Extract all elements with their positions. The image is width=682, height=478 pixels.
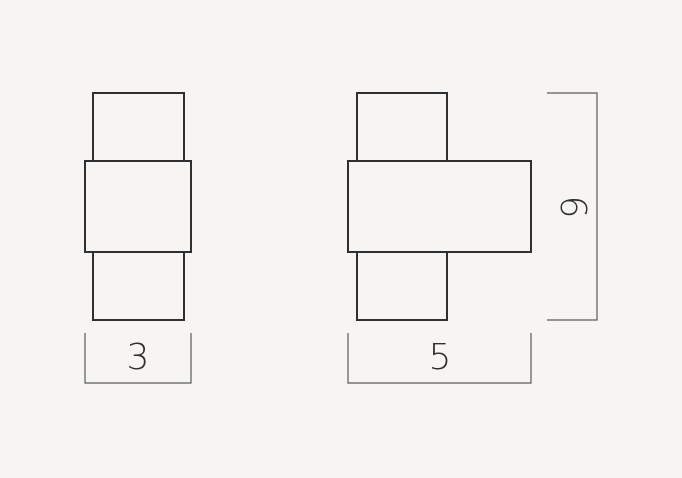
side-width-label: 3	[127, 337, 150, 378]
front-view	[347, 92, 532, 321]
side-view	[84, 92, 192, 321]
front-height-label: 6	[552, 196, 593, 219]
front-view-bottom-stem	[356, 252, 448, 321]
side-width-dimension: 3	[84, 333, 192, 384]
front-width-label: 5	[429, 337, 452, 378]
side-width-dimension-bracket	[84, 333, 192, 384]
front-width-dimension-bracket	[347, 333, 532, 384]
front-view-top-stem	[356, 92, 448, 161]
front-height-dimension: 6	[547, 92, 598, 321]
side-view-bottom-stem	[92, 252, 185, 321]
front-width-dimension: 5	[347, 333, 532, 384]
side-view-top-stem	[92, 92, 185, 161]
front-height-dimension-bracket	[547, 92, 598, 321]
side-view-middle-block	[84, 160, 192, 253]
front-view-middle-block	[347, 160, 532, 253]
